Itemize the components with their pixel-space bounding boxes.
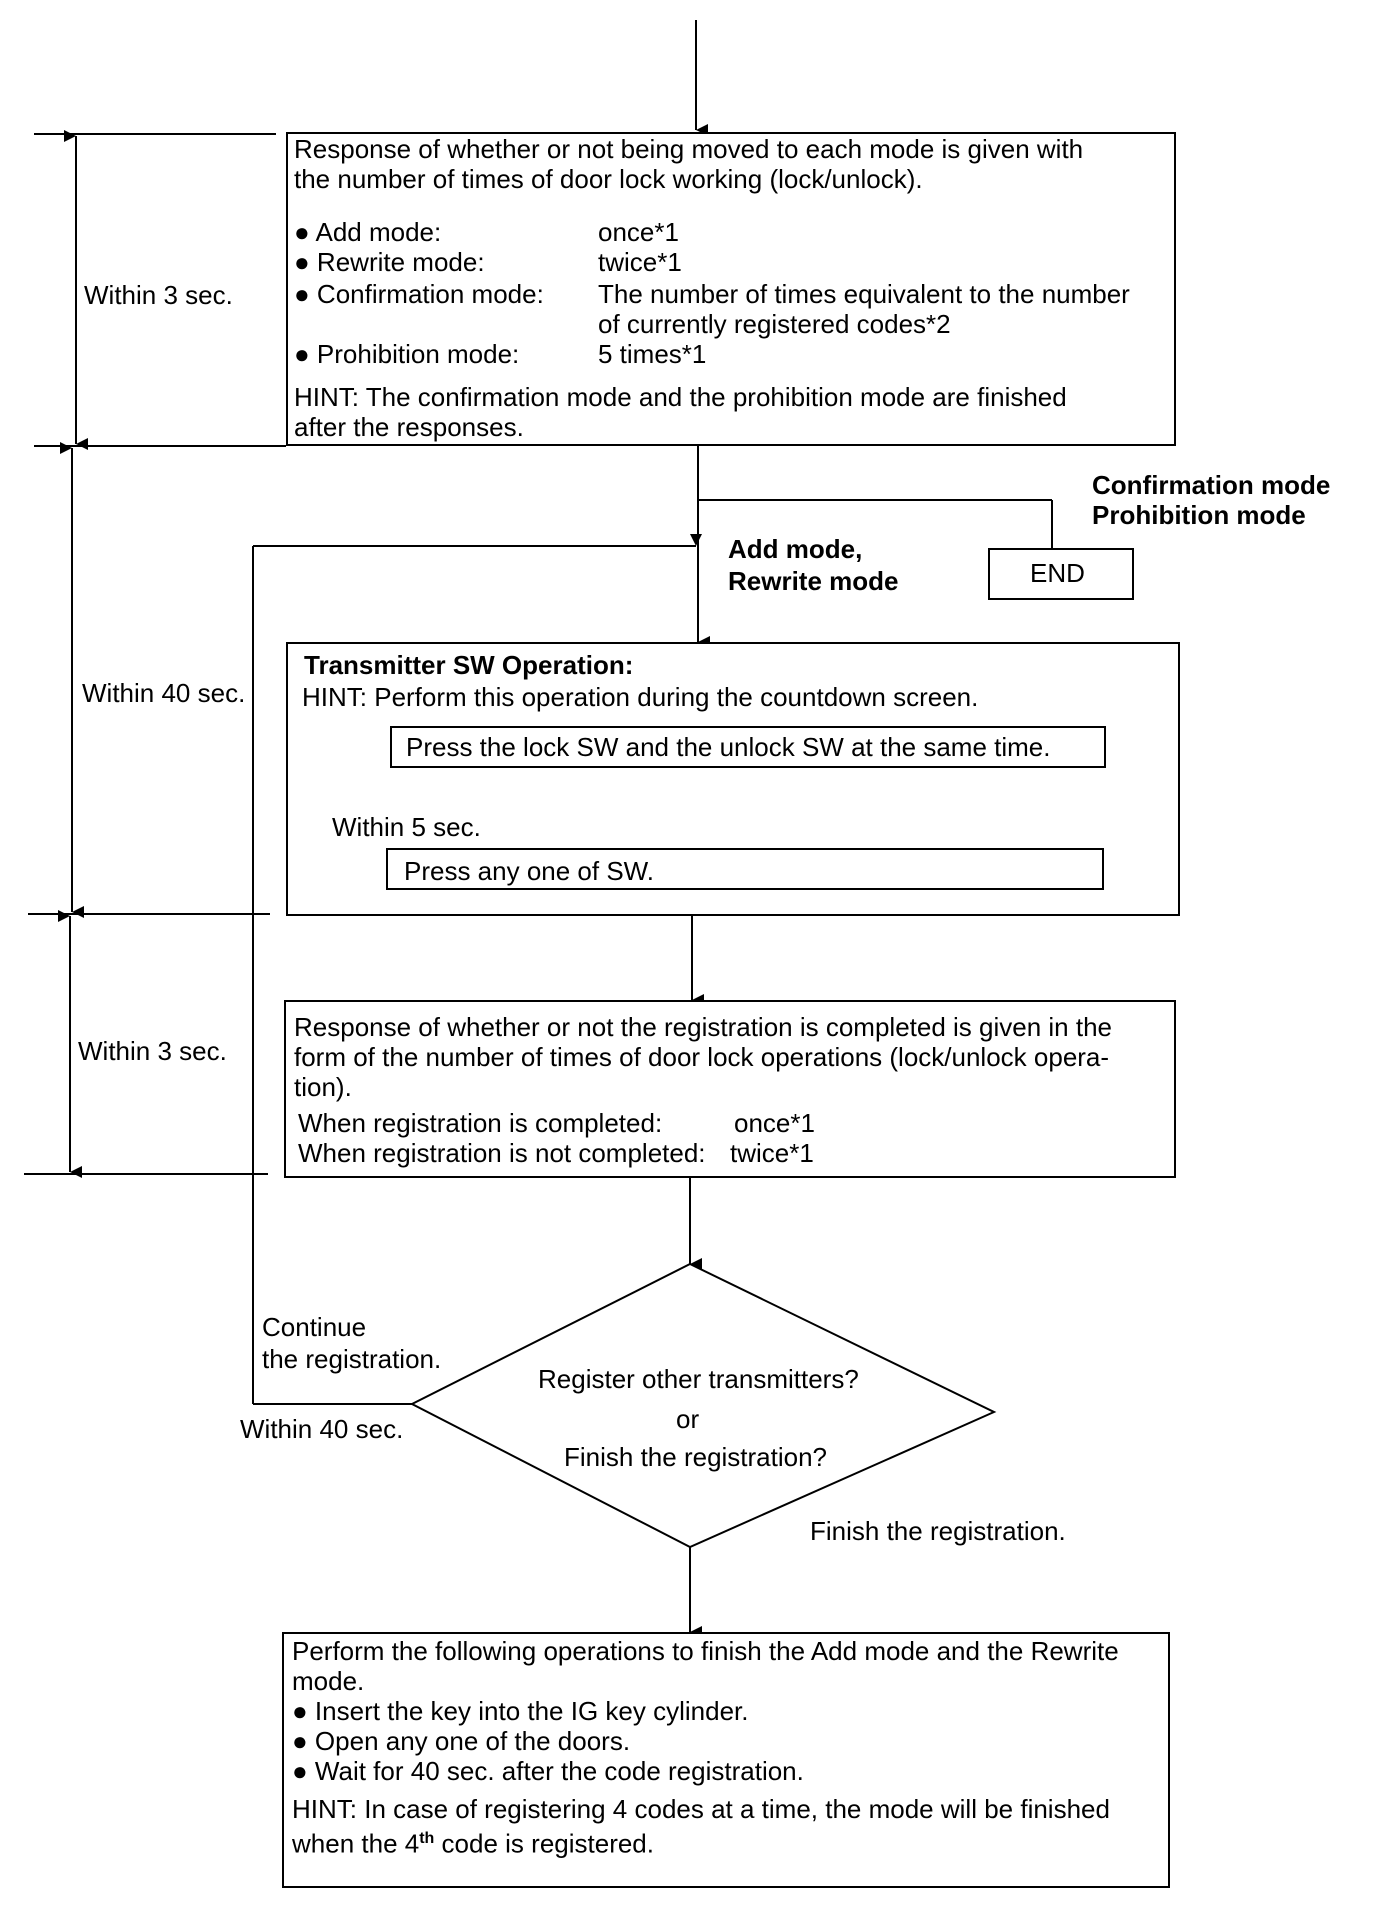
box4-hint-line1: HINT: In case of registering 4 codes at …: [292, 1794, 1110, 1824]
box1-intro-line2: the number of times of door lock working…: [294, 164, 923, 194]
decision-diamond: [409, 1262, 997, 1549]
transmitter-sw-hint: HINT: Perform this operation during the …: [302, 682, 979, 712]
box4-line1: Perform the following operations to fini…: [292, 1636, 1119, 1666]
step2-text: Press any one of SW.: [404, 856, 655, 886]
box4-hint-post: code is registered.: [434, 1828, 654, 1859]
box4-line2: mode.: [292, 1666, 365, 1696]
completed-label: When registration is completed:: [298, 1108, 663, 1138]
box3-line2: form of the number of times of door lock…: [294, 1042, 1110, 1072]
timing-within-3-b: Within 3 sec.: [78, 1036, 227, 1066]
step1-box: [390, 726, 1106, 768]
box3-line3: tion).: [294, 1072, 352, 1102]
decision-line1: Register other transmitters?: [538, 1364, 859, 1394]
end-condition-line2: Prohibition mode: [1092, 500, 1306, 530]
timing-within-40: Within 40 sec.: [82, 678, 246, 708]
finish-label: Finish the registration.: [810, 1516, 1066, 1546]
box1-intro-line1: Response of whether or not being moved t…: [294, 134, 1084, 164]
timing-within-5: Within 5 sec.: [332, 812, 481, 842]
end-label: END: [1030, 558, 1085, 588]
box4-bullet1: ● Insert the key into the IG key cylinde…: [292, 1696, 749, 1726]
timing-within-40-loop: Within 40 sec.: [240, 1414, 404, 1444]
end-box: [988, 548, 1134, 600]
finish-operations-box: [282, 1632, 1170, 1888]
step1-text: Press the lock SW and the unlock SW at t…: [406, 732, 1051, 762]
timing-within-3-a: Within 3 sec.: [84, 280, 233, 310]
continue-line1: Continue: [262, 1312, 367, 1342]
box1-hint-line2: after the responses.: [294, 412, 524, 442]
mode-prohibition-value: 5 times*1: [598, 339, 707, 369]
mode-add-label: ● Add mode:: [294, 217, 442, 247]
mode-rewrite-value: twice*1: [598, 247, 682, 277]
box4-bullet3: ● Wait for 40 sec. after the code regist…: [292, 1756, 804, 1786]
end-condition-line1: Confirmation mode: [1092, 470, 1331, 500]
box4-hint-sup: th: [419, 1830, 435, 1847]
registration-response-box: [284, 1000, 1176, 1178]
step2-box: [386, 848, 1104, 890]
transmitter-sw-title: Transmitter SW Operation:: [304, 650, 634, 680]
continue-condition-line2: Rewrite mode: [728, 566, 899, 596]
not-completed-value: twice*1: [730, 1138, 814, 1168]
mode-response-box: [286, 132, 1176, 446]
box3-line1: Response of whether or not the registrat…: [294, 1012, 1113, 1042]
continue-line2: the registration.: [262, 1344, 442, 1374]
box1-hint-line1: HINT: The confirmation mode and the proh…: [294, 382, 1067, 412]
mode-rewrite-label: ● Rewrite mode:: [294, 247, 485, 277]
continue-condition-line1: Add mode,: [728, 534, 863, 564]
mode-confirmation-value-2: of currently registered codes*2: [598, 309, 951, 339]
not-completed-label: When registration is not completed:: [298, 1138, 706, 1168]
box4-bullet2: ● Open any one of the doors.: [292, 1726, 631, 1756]
mode-confirmation-label: ● Confirmation mode:: [294, 279, 544, 309]
decision-line2: or: [676, 1404, 700, 1434]
decision-line3: Finish the registration?: [564, 1442, 828, 1472]
box4-hint-pre: when the 4: [292, 1828, 420, 1859]
mode-prohibition-label: ● Prohibition mode:: [294, 339, 520, 369]
completed-value: once*1: [734, 1108, 815, 1138]
mode-confirmation-value: The number of times equivalent to the nu…: [598, 279, 1130, 309]
box4-hint-line2: when the 4th code is registered.: [292, 1824, 654, 1859]
mode-add-value: once*1: [598, 217, 679, 247]
